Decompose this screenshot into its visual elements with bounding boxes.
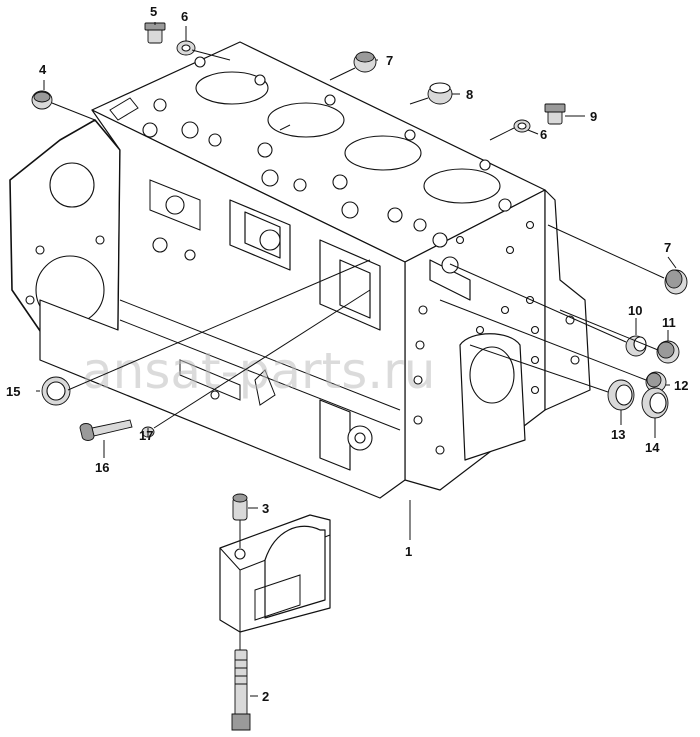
washer-part-6-top	[176, 40, 196, 56]
callout-13: 13	[611, 427, 625, 442]
callout-15: 15	[6, 384, 20, 399]
callout-labels: 1 2 3 4 5 6 7 8 9 6 7 10 11 12 13 14 15 …	[6, 4, 688, 704]
callout-6-right: 6	[540, 127, 547, 142]
cylinder-block	[9, 41, 591, 499]
plug-part-12	[645, 371, 667, 393]
callout-16: 16	[95, 460, 109, 475]
plug-part-7-top	[353, 51, 377, 73]
cup-part-10	[625, 335, 647, 357]
callout-6-top: 6	[181, 9, 188, 24]
callout-3: 3	[262, 501, 269, 516]
watermark: ansat-parts.ru	[82, 342, 435, 400]
callout-12: 12	[674, 378, 688, 393]
callout-4: 4	[39, 62, 47, 77]
bushing-part-14	[641, 387, 669, 419]
callout-8: 8	[466, 87, 473, 102]
plug-part-5	[144, 22, 166, 44]
callout-7-right: 7	[664, 240, 671, 255]
seal-part-15	[41, 376, 71, 406]
washer-part-6-right	[513, 119, 531, 133]
callout-11: 11	[662, 315, 676, 330]
dowel-part-3	[232, 493, 248, 521]
callout-5: 5	[150, 4, 157, 19]
callout-14: 14	[645, 440, 660, 455]
callout-7-top: 7	[386, 53, 393, 68]
cap-part-8	[427, 82, 453, 105]
plug-part-11	[656, 340, 680, 364]
leader-lines	[36, 22, 677, 697]
bearing-cap	[219, 514, 331, 633]
plug-part-7-right	[664, 269, 688, 295]
bushing-part-13	[607, 379, 635, 411]
plug-part-9	[544, 103, 566, 125]
bolt-part-2	[231, 649, 251, 731]
bolt-part-16	[79, 419, 133, 441]
callout-9: 9	[590, 109, 597, 124]
callout-17: 17	[139, 428, 153, 443]
plug-part-4	[31, 90, 53, 110]
callout-10: 10	[628, 303, 642, 318]
callout-2: 2	[262, 689, 269, 704]
callout-1: 1	[405, 544, 412, 559]
